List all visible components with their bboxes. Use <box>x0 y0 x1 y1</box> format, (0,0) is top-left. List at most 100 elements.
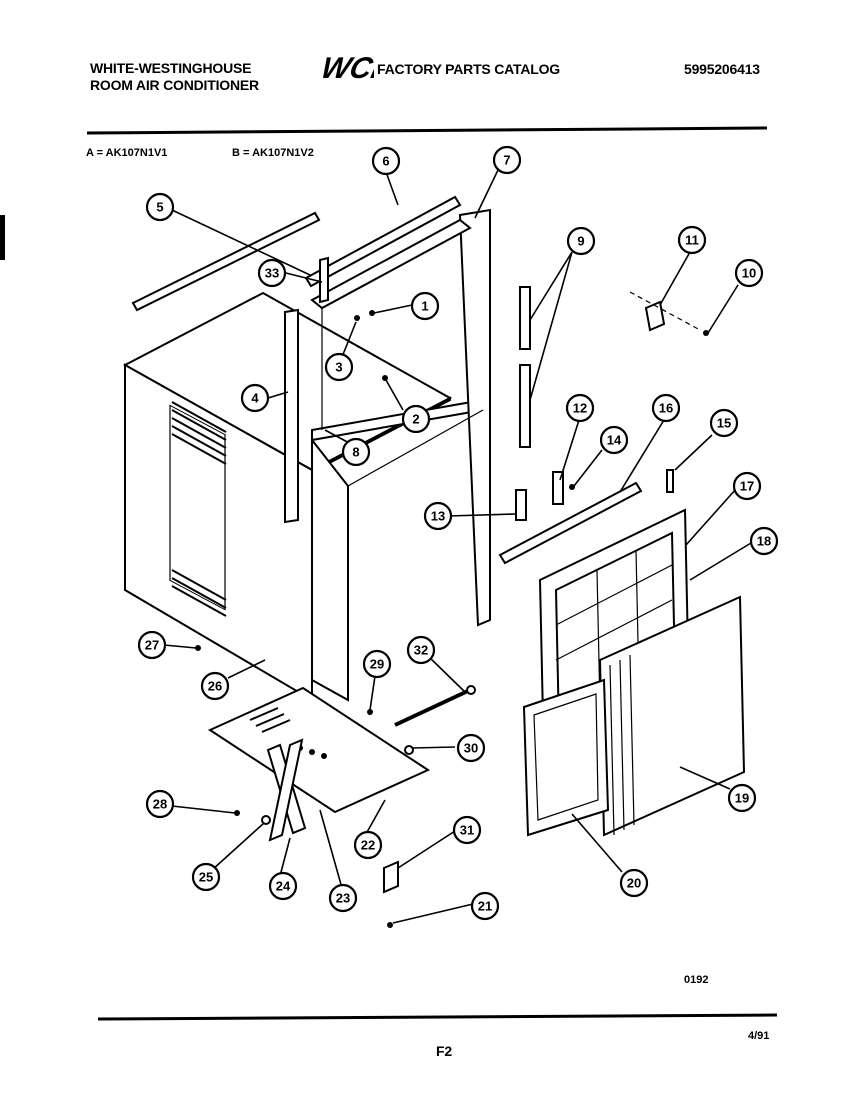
rail-part-5 <box>131 211 321 312</box>
drawing-code: 0192 <box>684 974 709 986</box>
footer-rule <box>97 1013 778 1021</box>
bracket-part-12 <box>552 471 564 505</box>
svg-text:21: 21 <box>478 899 492 914</box>
model-a-label: A = AK107N1V1 <box>86 147 168 159</box>
screw-part-3 <box>354 315 360 321</box>
svg-text:8: 8 <box>352 445 359 460</box>
svg-text:5: 5 <box>156 200 163 215</box>
svg-text:3: 3 <box>335 360 342 375</box>
svg-text:14: 14 <box>607 433 622 448</box>
callout-17: 17 <box>732 471 762 501</box>
svg-text:10: 10 <box>742 266 756 281</box>
screw-part-27 <box>195 645 201 651</box>
callout-20: 20 <box>619 868 649 898</box>
page-number: F2 <box>436 1043 452 1059</box>
svg-text:28: 28 <box>153 797 167 812</box>
svg-text:22: 22 <box>361 838 375 853</box>
washer-part-25 <box>261 815 271 825</box>
seal-part-9-lower <box>519 364 531 448</box>
screw-part-29 <box>367 709 373 715</box>
svg-text:16: 16 <box>659 401 673 416</box>
callout-11: 11 <box>677 225 707 255</box>
callout-29: 29 <box>362 649 392 679</box>
header-rule <box>86 126 768 135</box>
callout-7: 7 <box>492 145 522 175</box>
callout-13: 13 <box>423 501 453 531</box>
callout-28: 28 <box>145 789 175 819</box>
svg-text:31: 31 <box>460 823 474 838</box>
callout-23: 23 <box>328 883 358 913</box>
callout-6: 6 <box>371 146 401 176</box>
callout-1: 1 <box>410 291 440 321</box>
callout-3: 3 <box>324 352 354 382</box>
svg-text:6: 6 <box>382 154 389 169</box>
callout-27: 27 <box>137 630 167 660</box>
callout-14: 14 <box>599 425 629 455</box>
bracket-part-11 <box>629 291 709 336</box>
callout-8: 8 <box>341 437 371 467</box>
leader-lines <box>163 169 752 924</box>
scan-edge-mark <box>0 215 5 260</box>
brand-line-2: ROOM AIR CONDITIONER <box>90 77 259 93</box>
bracket-part-33 <box>319 256 329 304</box>
svg-text:25: 25 <box>199 870 213 885</box>
svg-text:19: 19 <box>735 791 749 806</box>
svg-text:20: 20 <box>627 876 641 891</box>
svg-text:30: 30 <box>464 741 478 756</box>
front-panel-part-19 <box>598 595 746 837</box>
svg-text:4: 4 <box>251 391 259 406</box>
catalog-number: 5995206413 <box>684 61 760 77</box>
callout-31: 31 <box>452 815 482 845</box>
svg-text:24: 24 <box>276 879 291 894</box>
callout-12: 12 <box>565 393 595 423</box>
callout-2: 2 <box>401 404 431 434</box>
wci-logo-text: WCI <box>318 52 374 82</box>
callout-10: 10 <box>734 258 764 288</box>
svg-text:1: 1 <box>421 299 428 314</box>
screw-part-21 <box>387 922 393 928</box>
callout-9: 9 <box>566 226 596 256</box>
svg-text:27: 27 <box>145 638 159 653</box>
svg-text:17: 17 <box>740 479 754 494</box>
svg-text:23: 23 <box>336 891 350 906</box>
callout-24: 24 <box>268 871 298 901</box>
callout-26: 26 <box>200 671 230 701</box>
callout-25: 25 <box>191 862 221 892</box>
svg-text:7: 7 <box>503 153 510 168</box>
callout-16: 16 <box>651 393 681 423</box>
rail-part-16 <box>498 481 643 565</box>
rail-part-6 <box>304 195 462 288</box>
screw-part-1 <box>369 310 375 316</box>
wci-logo: WCI <box>316 51 385 87</box>
model-b-label: B = AK107N1V2 <box>232 147 314 159</box>
bracket-part-31 <box>383 860 399 894</box>
svg-text:9: 9 <box>577 234 584 249</box>
svg-text:26: 26 <box>208 679 222 694</box>
svg-text:13: 13 <box>431 509 445 524</box>
rod-part-32 <box>394 685 476 727</box>
rail-part-4 <box>284 308 299 524</box>
callout-33: 33 <box>257 258 287 288</box>
callout-15: 15 <box>709 408 739 438</box>
callout-21: 21 <box>470 891 500 921</box>
svg-text:11: 11 <box>685 233 699 248</box>
screw-part-2 <box>382 375 388 381</box>
bracket-part-13 <box>515 489 527 521</box>
svg-text:18: 18 <box>757 534 771 549</box>
callout-18: 18 <box>749 526 779 556</box>
front-panel-part-20 <box>522 678 610 837</box>
callout-22: 22 <box>353 830 383 860</box>
callout-30: 30 <box>456 733 486 763</box>
brand-line-1: WHITE-WESTINGHOUSE <box>90 60 252 76</box>
svg-text:32: 32 <box>414 643 428 658</box>
svg-text:2: 2 <box>412 412 419 427</box>
svg-text:12: 12 <box>573 401 587 416</box>
screw-part-28 <box>234 810 240 816</box>
seal-part-9-upper <box>519 286 531 350</box>
svg-text:15: 15 <box>717 416 731 431</box>
svg-text:33: 33 <box>265 266 279 281</box>
callout-32: 32 <box>406 635 436 665</box>
control-panel-part-22 <box>207 686 431 842</box>
callout-5: 5 <box>145 192 175 222</box>
